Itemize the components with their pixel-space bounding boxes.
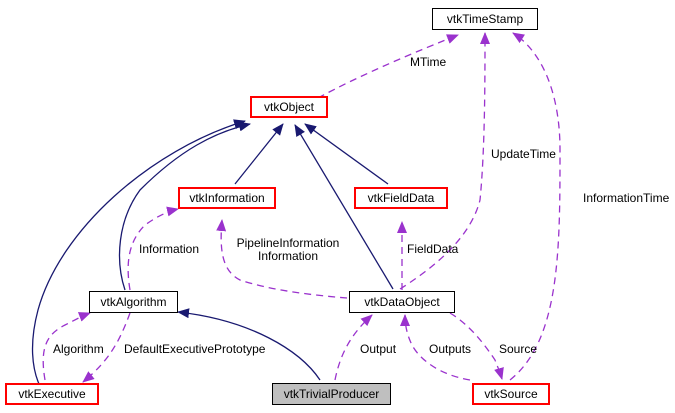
- node-vtkexecutive[interactable]: vtkExecutive: [5, 383, 99, 405]
- label-source: Source: [499, 342, 538, 356]
- node-vtkinformation[interactable]: vtkInformation: [178, 187, 276, 209]
- label-fielddata: FieldData: [407, 242, 459, 256]
- label-updatetime: UpdateTime: [491, 147, 556, 161]
- node-vtksource[interactable]: vtkSource: [472, 383, 550, 405]
- node-vtktrivialproducer[interactable]: vtkTrivialProducer: [272, 383, 391, 405]
- edge-dataobject-object: [294, 124, 394, 290]
- edge-trivialproducer-algorithm: [177, 308, 321, 381]
- edge-source-timestamp: [509, 32, 561, 381]
- label-mtime: MTime: [410, 55, 447, 69]
- node-vtkobject[interactable]: vtkObject: [250, 96, 328, 118]
- node-vtkalgorithm[interactable]: vtkAlgorithm: [89, 291, 178, 313]
- label-pipelineinformation-line2: Information: [257, 249, 319, 263]
- label-algorithm: Algorithm: [53, 342, 104, 356]
- edge-object-timestamp: [317, 34, 459, 99]
- label-output: Output: [360, 342, 397, 356]
- edge-executive-object: [31, 119, 246, 393]
- edge-algorithm-executive: [82, 312, 131, 383]
- edge-trivialproducer-dataobject: [334, 314, 373, 381]
- label-pipelineinformation: PipelineInformation Information: [234, 237, 342, 263]
- label-defaultexecutiveprototype: DefaultExecutivePrototype: [124, 342, 266, 356]
- label-outputs: Outputs: [429, 342, 472, 356]
- edge-information-object: [234, 123, 284, 185]
- edge-fielddata-object: [304, 123, 389, 185]
- label-information: Information: [139, 242, 200, 256]
- edge-executive-algorithm: [42, 312, 91, 381]
- label-informationtime: InformationTime: [583, 191, 670, 205]
- edge-dataobject-timestamp: [399, 32, 490, 290]
- edge-algorithm-object: [118, 121, 251, 291]
- node-vtkfielddata[interactable]: vtkFieldData: [354, 187, 448, 209]
- node-vtktimestamp[interactable]: vtkTimeStamp: [432, 8, 538, 30]
- edge-dataobject-information: [216, 219, 348, 299]
- edge-dataobject-source: [449, 312, 504, 380]
- label-pipelineinformation-line1: PipelineInformation: [236, 236, 340, 250]
- node-vtkdataobject[interactable]: vtkDataObject: [349, 291, 455, 313]
